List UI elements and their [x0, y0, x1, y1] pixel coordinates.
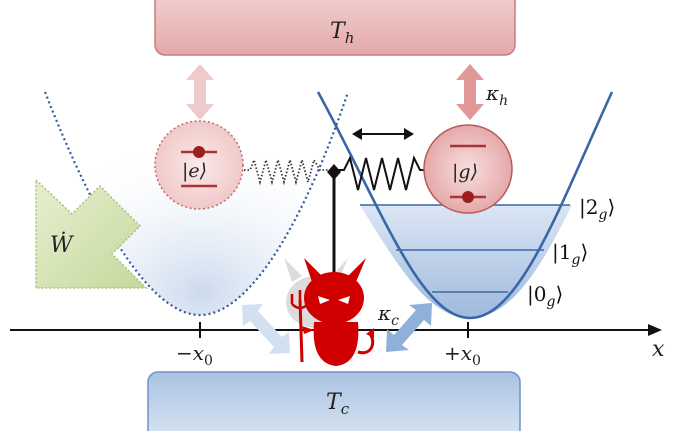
level-label-1: |1g⟩ — [552, 240, 588, 268]
excited-atom: |e⟩ — [154, 120, 244, 210]
hot-reservoir-label: Th — [330, 19, 354, 47]
hot-coupling-left-arrow — [186, 64, 214, 120]
hot-coupling-label: κh — [485, 81, 508, 109]
work-arrow: Ẇ — [35, 178, 148, 289]
cold-reservoir-label: Tc — [326, 390, 350, 418]
level-label-0: |0g⟩ — [527, 282, 563, 310]
excited-electron — [193, 146, 205, 158]
cold-coupling-right-arrow — [386, 303, 432, 352]
ground-electron — [462, 191, 474, 203]
spring — [334, 155, 428, 191]
faint-spring — [244, 156, 332, 186]
hot-reservoir: Th — [154, 0, 516, 56]
tick-left-label: −x0 — [176, 341, 213, 369]
excited-state-label: |e⟩ — [182, 160, 207, 182]
spring-double-arrow — [352, 128, 414, 140]
energy-level-labels: |2g⟩ |1g⟩ |0g⟩ — [527, 195, 615, 310]
level-label-2: |2g⟩ — [579, 195, 615, 223]
axis-label: x — [652, 337, 665, 362]
hot-coupling-right-arrow — [456, 64, 484, 120]
ground-state-label: |g⟩ — [452, 161, 478, 183]
cold-coupling-label: κc — [377, 301, 399, 329]
ground-atom: |g⟩ — [423, 124, 513, 214]
tick-right-label: +x0 — [444, 341, 481, 369]
cold-reservoir: Tc — [147, 371, 521, 431]
cold-coupling-left-arrow — [242, 304, 290, 354]
demon — [290, 258, 375, 366]
demon-rod — [327, 164, 341, 272]
work-label: Ẇ — [50, 231, 75, 258]
